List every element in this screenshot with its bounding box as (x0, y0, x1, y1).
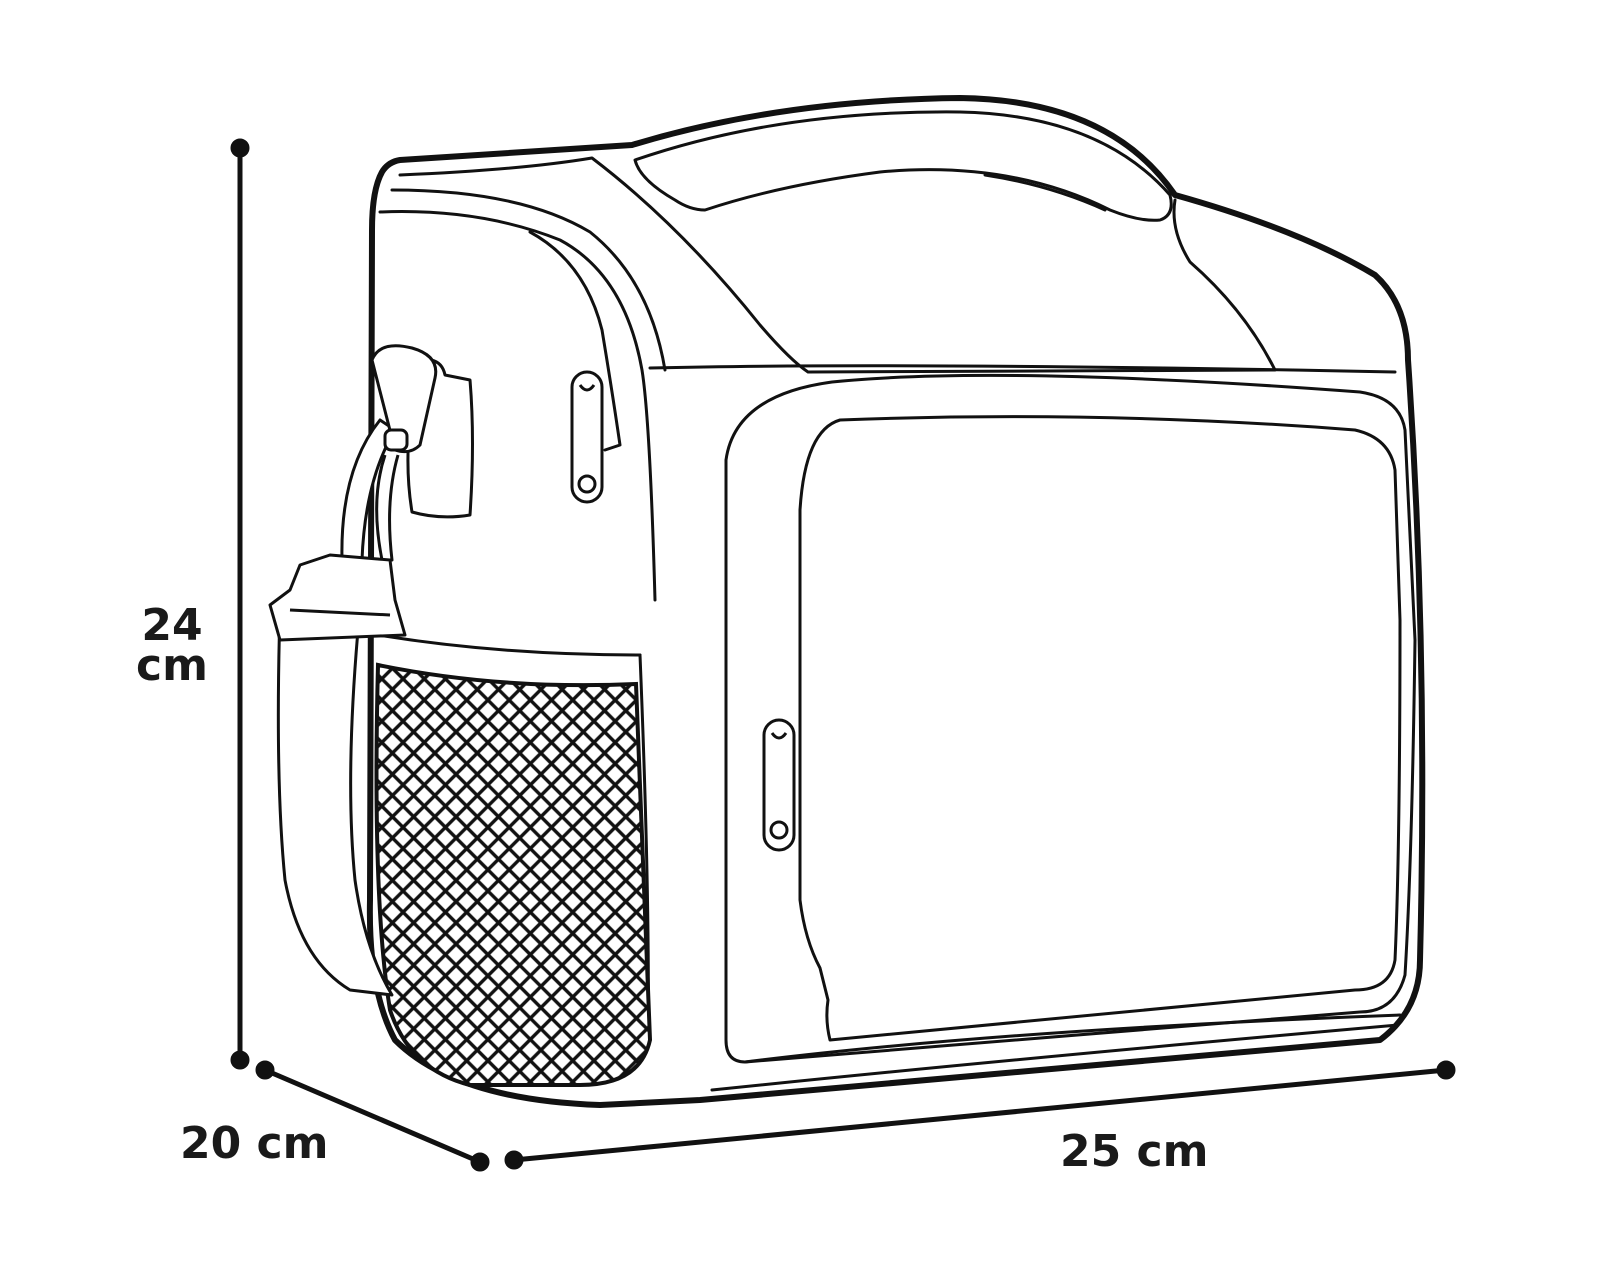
width-dimension-line (504, 1060, 1456, 1170)
shoulder-strap (268, 344, 474, 997)
carry-handle (633, 110, 1173, 222)
zipper-pull-icon[interactable] (570, 370, 604, 504)
mesh-side-pocket (374, 662, 653, 1087)
height-unit: cm (136, 640, 208, 691)
width-label: 25 cm (1060, 1126, 1209, 1177)
front-pocket-panel (798, 415, 1402, 1042)
front-panel (724, 373, 1417, 1064)
depth-label: 20 cm (180, 1118, 329, 1169)
zipper-pull-icon[interactable] (762, 718, 796, 852)
height-value: 24 (141, 600, 203, 651)
height-dimension-line (230, 138, 250, 1070)
height-label: 24 cm (132, 600, 212, 691)
depth-dimension-line (255, 1060, 490, 1172)
lid-panel (398, 156, 1277, 374)
